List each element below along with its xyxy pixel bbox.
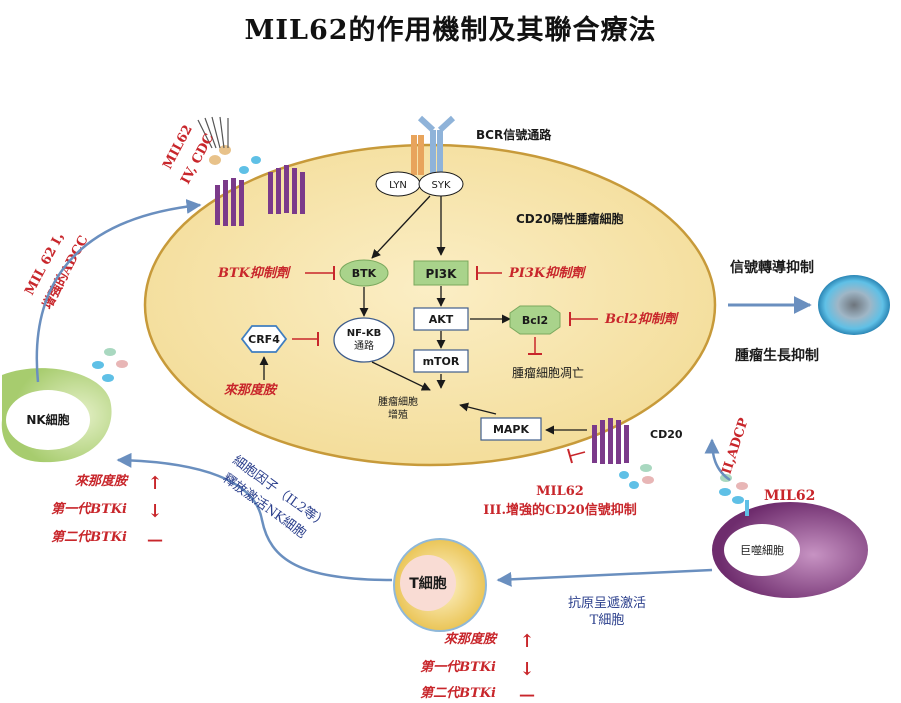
- akt-node: [413, 307, 469, 331]
- nfkb-label-2: 通路: [354, 339, 374, 352]
- macrophage-label: 巨噬細胞: [740, 543, 784, 557]
- prolif-label-1: 腫瘤細胞: [378, 395, 418, 408]
- cd20-inhibit-bar: [567, 448, 573, 464]
- nk-effect-1-label: 來那度胺: [75, 473, 129, 489]
- btk-node: [339, 259, 389, 287]
- mapk-label: MAPK: [493, 423, 530, 436]
- arrow-mapk-prolif: [459, 402, 497, 415]
- crf4-label: CRF4: [248, 333, 280, 346]
- macrophage-nucleus: [724, 524, 800, 576]
- mil62-ii-label: II,ADCP: [720, 416, 752, 476]
- akt-label: AKT: [429, 313, 454, 326]
- bcr-receptor-icon: [411, 115, 456, 175]
- pi3k-inhibitor-label: PI3K抑制劑: [508, 265, 586, 281]
- t-effect-3-label: 第二代BTKi: [420, 685, 496, 701]
- t-effect-3-symbol: —: [519, 685, 535, 703]
- antigen-label-2: T細胞: [590, 613, 625, 628]
- cd20-label: CD20: [650, 428, 683, 441]
- btk-inhibitor-label: BTK抑制劑: [217, 265, 291, 281]
- nk-effect-2-label: 第一代BTKi: [51, 501, 127, 517]
- nk-effect-2-symbol: ↓: [147, 501, 162, 522]
- antigen-label-1: 抗原呈遞激活: [568, 596, 646, 611]
- mac-antibody-icon: [719, 474, 749, 516]
- bcl2-node: [509, 305, 561, 335]
- apoptosis-label: 腫瘤細胞凋亡: [512, 365, 584, 380]
- nfkb-node: [333, 317, 395, 363]
- nk-label: NK細胞: [26, 412, 69, 427]
- arrow-tcell-nk: [116, 452, 393, 582]
- prolif-label-2: 增殖: [388, 408, 408, 421]
- cd20-receptor-top-icon: [209, 145, 305, 226]
- arrow-syk-btk: [371, 195, 431, 259]
- nk-nucleus: [6, 390, 90, 450]
- t-effect-2-label: 第一代BTKi: [420, 659, 496, 675]
- page-title: MIL62的作用機制及其聯合療法: [244, 15, 657, 46]
- signal-outcome-label: 信號轉導抑制: [730, 259, 814, 276]
- arrow-mac-tumor: [704, 438, 731, 482]
- mil62-iii-label-1: MIL62: [536, 484, 584, 499]
- cell-label: CD20陽性腫瘤細胞: [516, 211, 623, 226]
- lyn-label: LYN: [389, 180, 407, 191]
- arrow-nk-tumor: [35, 198, 202, 383]
- pi3k-label: PI3K: [426, 267, 458, 281]
- nk-effect-3-label: 第二代BTKi: [51, 529, 127, 545]
- t-nucleus: [400, 555, 456, 611]
- crf4-node: [240, 325, 288, 353]
- t-label: T細胞: [409, 575, 447, 592]
- nk-effect-1-symbol: ↑: [147, 473, 162, 494]
- bcl2-label: Bcl2: [522, 314, 548, 327]
- lenalidomide-label: 來那度胺: [224, 382, 278, 398]
- t-effect-1-symbol: ↑: [519, 631, 534, 652]
- arrow-mac-tcell: [496, 568, 713, 587]
- mapk-node: [480, 417, 542, 441]
- nfkb-label-1: NF-KB: [347, 328, 381, 339]
- bcl2-inhibitor-label: Bcl2抑制劑: [604, 311, 679, 327]
- cd20-inhibit-line: [569, 451, 586, 457]
- t-effect-1-label: 來那度胺: [444, 631, 498, 647]
- nk-antibody-icon: [92, 348, 128, 382]
- complement-icon: [197, 116, 229, 149]
- nk-effect-3-symbol: —: [147, 530, 163, 549]
- mil62-iii-label-2: III.增強的CD20信號抑制: [483, 502, 636, 518]
- mtor-label: mTOR: [423, 355, 460, 368]
- pi3k-node: [413, 260, 469, 286]
- arrow-nfkb-prolif: [371, 361, 431, 391]
- mil62-mac-label: MIL62: [764, 488, 815, 504]
- tumor-disc-icon: [818, 275, 890, 335]
- growth-outcome-label: 腫瘤生長抑制: [735, 347, 819, 364]
- btk-label: BTK: [352, 267, 377, 280]
- syk-label: SYK: [431, 180, 450, 191]
- cd20-receptor-icon: [592, 418, 654, 489]
- t-effect-2-symbol: ↓: [519, 659, 534, 680]
- bcr-label: BCR信號通路: [476, 127, 552, 142]
- mtor-node: [413, 349, 469, 373]
